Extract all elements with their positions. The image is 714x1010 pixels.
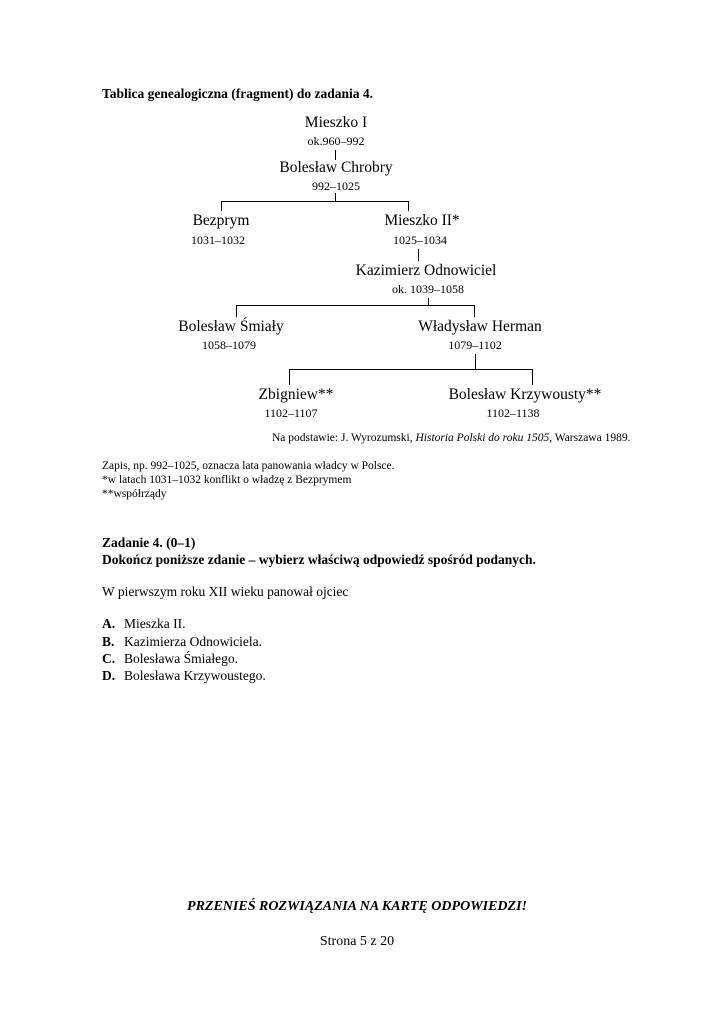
node-bezprym-years: 1031–1032 <box>191 233 245 247</box>
task-stem: W pierwszym roku XII wieku panował ojcie… <box>102 584 349 599</box>
transfer-answers-notice: PRZENIEŚ ROZWIĄZANIA NA KARTĘ ODPOWIEDZI… <box>187 899 527 914</box>
node-zbigniew-name: Zbigniew** <box>258 386 334 403</box>
option-letter: A. <box>102 616 116 631</box>
note-line: Zapis, np. 992–1025, oznacza lata panowa… <box>102 460 395 472</box>
node-mieszko-i-years: ok.960–992 <box>307 134 365 148</box>
connector-line <box>532 369 533 385</box>
connector-line <box>236 305 237 317</box>
connector-line <box>221 201 409 202</box>
node-krzywousty-name: Bolesław Krzywousty** <box>448 386 602 403</box>
node-bezprym-name: Bezprym <box>192 212 250 229</box>
answer-option-a[interactable]: A. Mieszka II. <box>102 616 185 632</box>
option-text: Kazimierza Odnowiciela. <box>124 634 262 649</box>
option-letter: D. <box>102 668 116 683</box>
node-smialy-years: 1058–1079 <box>202 338 256 352</box>
answer-option-b[interactable]: B. Kazimierza Odnowiciela. <box>102 634 262 650</box>
node-kazimierz-years: ok. 1039–1058 <box>392 282 464 296</box>
source-citation: Na podstawie: J. Wyrozumski, Historia Po… <box>272 432 630 444</box>
connector-line <box>221 201 222 211</box>
connector-line <box>475 354 476 370</box>
node-kazimierz-name: Kazimierz Odnowiciel <box>355 262 497 279</box>
connector-line <box>428 298 429 306</box>
connector-line <box>289 369 290 385</box>
option-text: Bolesława Śmiałego. <box>124 651 238 666</box>
page-title: Tablica genealogiczna (fragment) do zada… <box>102 86 373 101</box>
node-mieszko-ii-years: 1025–1034 <box>393 233 447 247</box>
node-mieszko-i-name: Mieszko I <box>304 114 368 131</box>
connector-line <box>236 305 475 306</box>
connector-line <box>335 193 336 202</box>
note-line: **współrządy <box>102 488 167 500</box>
node-chrobry-name: Bolesław Chrobry <box>279 159 393 176</box>
option-letter: C. <box>102 651 116 666</box>
connector-line <box>289 369 533 370</box>
option-text: Bolesława Krzywoustego. <box>124 668 266 683</box>
source-book-title: Historia Polski do roku 1505, <box>415 432 553 444</box>
node-herman-years: 1079–1102 <box>448 338 502 352</box>
node-herman-name: Władysław Herman <box>418 318 542 335</box>
source-prefix: Na podstawie: J. Wyrozumski, <box>272 432 416 444</box>
connector-line <box>408 201 409 211</box>
task-instruction: Dokończ poniższe zdanie – wybierz właści… <box>102 552 536 567</box>
page-number: Strona 5 z 20 <box>319 934 395 949</box>
note-line: *w latach 1031–1032 konflikt o władzę z … <box>102 474 352 486</box>
source-suffix: Warszawa 1989. <box>552 432 631 444</box>
node-smialy-name: Bolesław Śmiały <box>178 318 284 335</box>
task-heading: Zadanie 4. (0–1) <box>102 535 196 550</box>
node-zbigniew-years: 1102–1107 <box>264 406 318 420</box>
connector-line <box>335 150 336 160</box>
answer-option-c[interactable]: C. Bolesława Śmiałego. <box>102 651 238 667</box>
option-text: Mieszka II. <box>124 616 186 631</box>
node-chrobry-years: 992–1025 <box>312 179 360 193</box>
connector-line <box>418 249 419 261</box>
connector-line <box>474 305 475 317</box>
node-krzywousty-years: 1102–1138 <box>486 406 540 420</box>
answer-option-d[interactable]: D. Bolesława Krzywoustego. <box>102 668 266 684</box>
node-mieszko-ii-name: Mieszko II* <box>384 212 460 229</box>
option-letter: B. <box>102 634 115 649</box>
